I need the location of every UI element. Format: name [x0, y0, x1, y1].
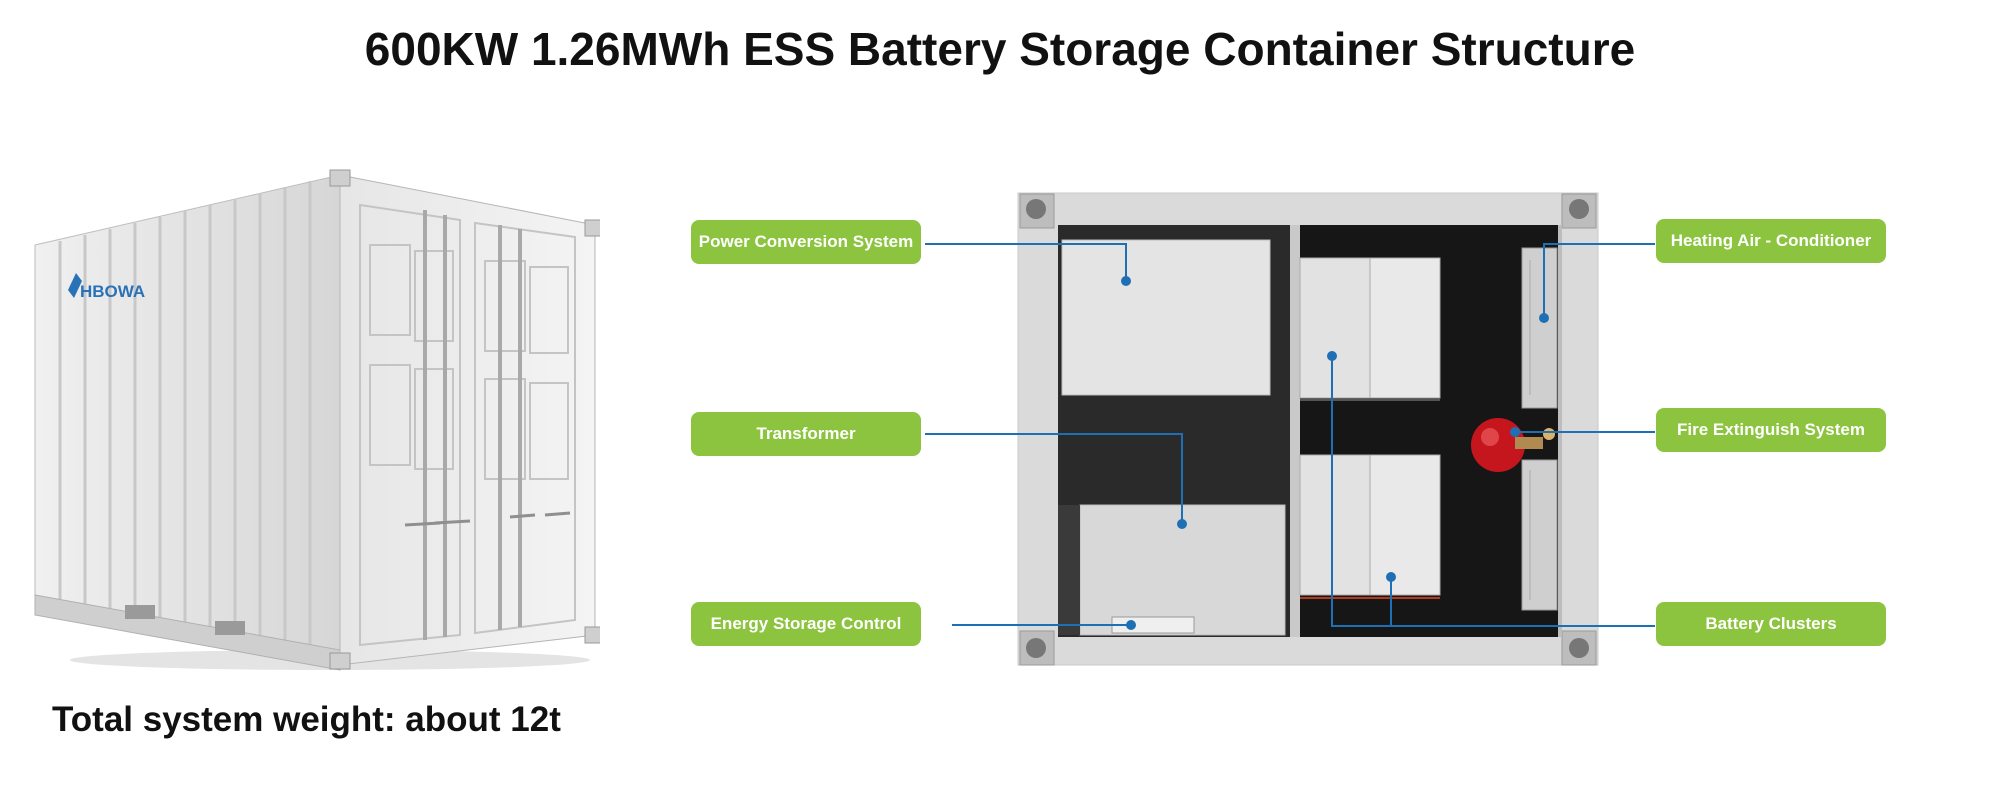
leader-lines [925, 243, 1655, 627]
pcs-cabinet [1061, 239, 1271, 396]
battery-clusters [1299, 257, 1441, 599]
hbowa-logo: HBOWA [68, 273, 145, 301]
label-transformer: Transformer [691, 412, 921, 456]
hvac-units [1521, 247, 1558, 611]
total-weight-text: Total system weight: about 12t [52, 700, 561, 739]
page-title: 600KW 1.26MWh ESS Battery Storage Contai… [364, 23, 1636, 75]
label-power-conversion-system: Power Conversion System [691, 220, 921, 264]
leader-dots [1121, 276, 1549, 630]
label-heating-air-conditioner: Heating Air - Conditioner [1656, 219, 1886, 263]
label-energy-storage-control: Energy Storage Control [691, 602, 921, 646]
brand-text: HBOWA [80, 282, 145, 301]
container-exterior-image: HBOWA [34, 169, 600, 671]
label-fire-extinguish-system: Fire Extinguish System [1656, 408, 1886, 452]
label-battery-clusters: Battery Clusters [1656, 602, 1886, 646]
